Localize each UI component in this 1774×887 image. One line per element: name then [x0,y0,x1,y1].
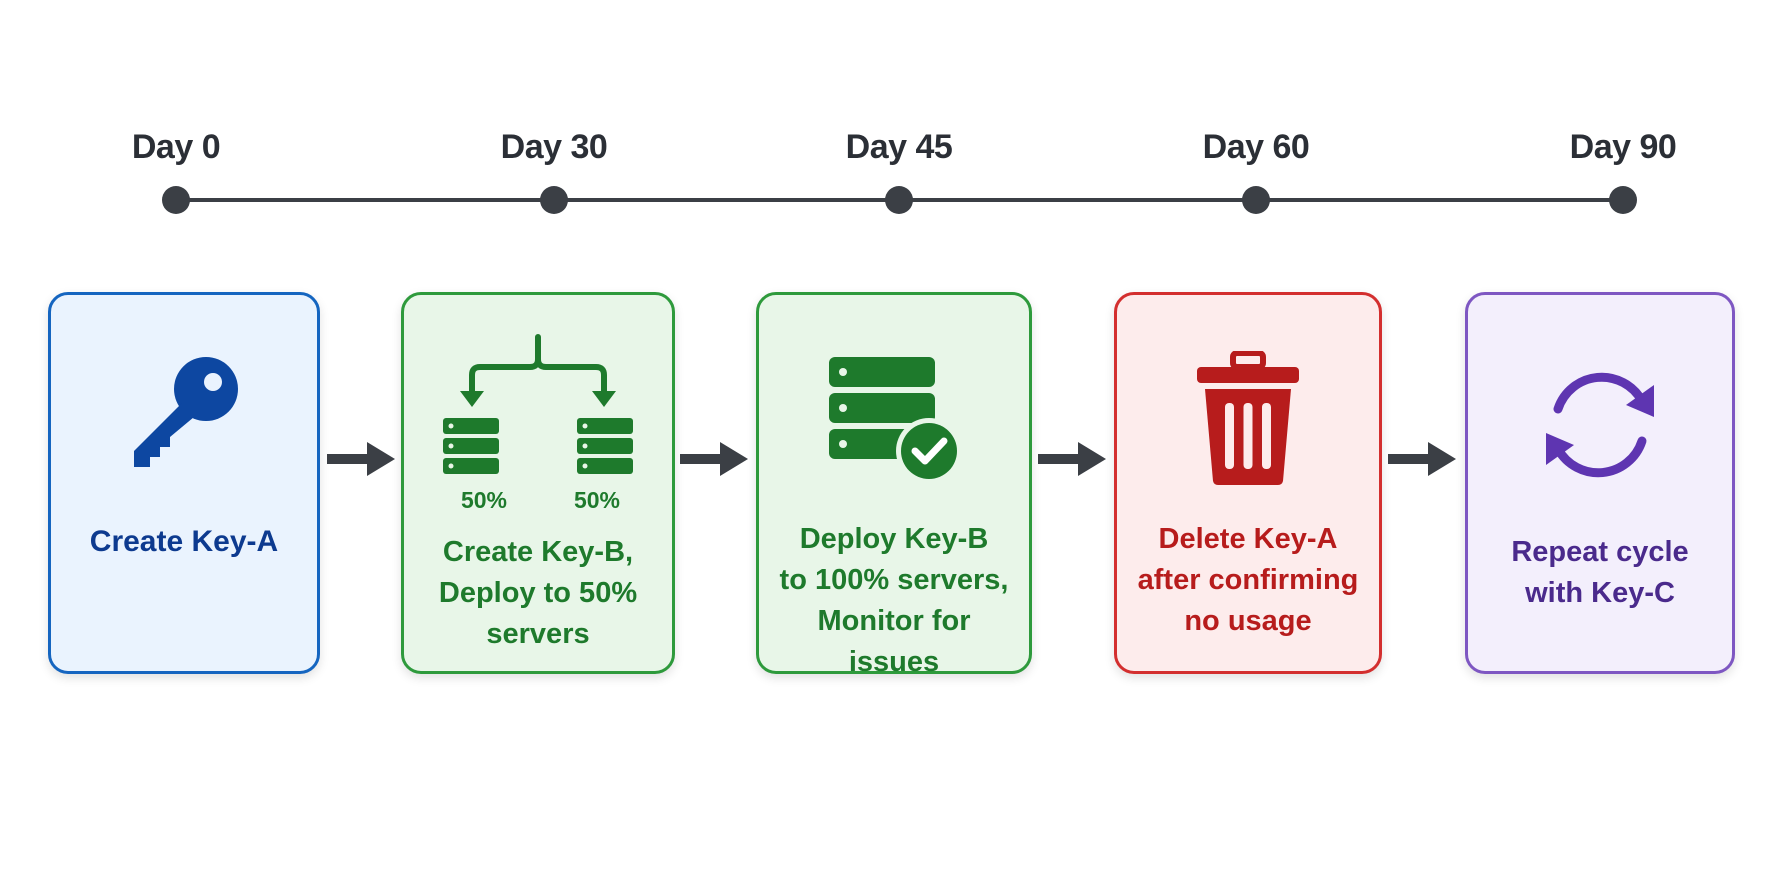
step-card-delete-key-a: Delete Key-A after confirming no usage [1114,292,1382,674]
day-marker [885,186,913,214]
step-card-create-key-b: 50% 50% Create Key-B, Deploy to 50% serv… [401,292,675,674]
day-label: Day 45 [845,128,953,166]
step-text: Create Key-B, Deploy to 50% servers [438,536,638,650]
step-card-deploy-key-b: Deploy Key-B to 100% servers, Monitor fo… [756,292,1032,678]
server-check-icon [829,357,962,484]
day-label: Day 90 [1569,128,1677,166]
day-marker [1242,186,1270,214]
refresh-cycle-icon [1546,372,1654,478]
split-label-right: 50% [573,487,621,513]
arrow-right-icon [1388,442,1456,481]
key-icon [134,357,238,467]
split-label-left: 50% [460,487,508,513]
day-marker [540,186,568,214]
day-label: Day 60 [1202,128,1310,166]
day-marker [162,186,190,214]
arrow-right-icon [1038,442,1106,481]
step-card-repeat-cycle: Repeat cycle with Key-C [1465,292,1735,674]
step-card-create-key-a: Create Key-A [48,292,320,674]
arrow-right-icon [327,442,395,481]
step-text: Deploy Key-B to 100% servers, Monitor fo… [779,523,1009,678]
day-label: Day 0 [131,128,221,166]
day-marker [1609,186,1637,214]
split-servers-icon [443,334,633,474]
step-text: Create Key-A [89,525,279,558]
trash-icon [1197,351,1299,485]
step-text: Repeat cycle with Key-C [1511,536,1689,609]
day-label: Day 30 [500,128,608,166]
step-text: Delete Key-A after confirming no usage [1137,523,1359,637]
arrow-right-icon [680,442,748,481]
